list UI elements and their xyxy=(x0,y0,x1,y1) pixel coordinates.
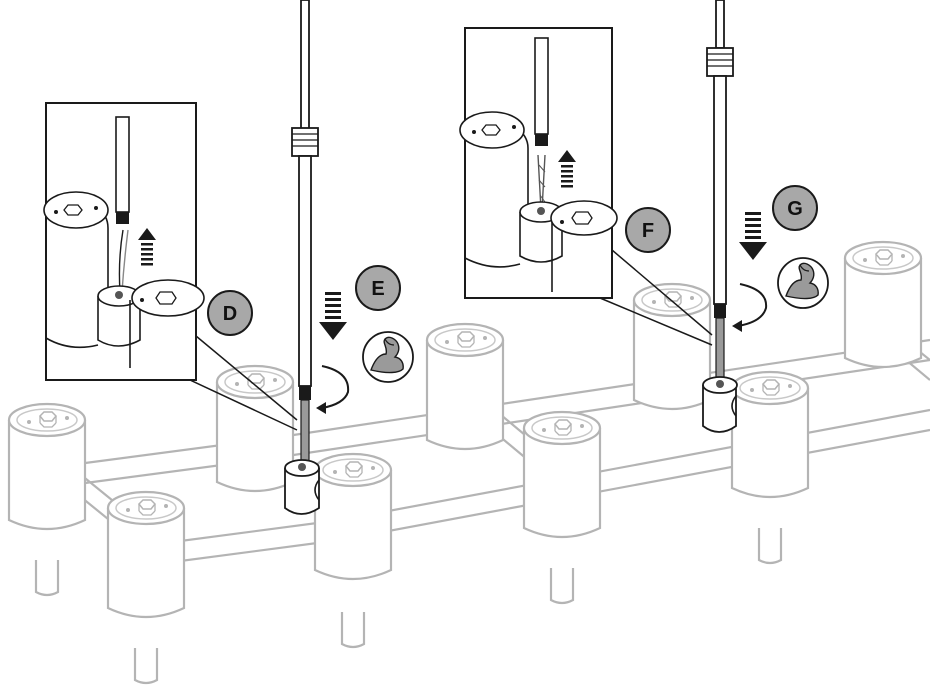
housing-right-front xyxy=(730,370,810,499)
housing-center-front xyxy=(522,410,602,539)
rotate-arrow-icon xyxy=(316,365,350,414)
rotate-arrow-icon xyxy=(732,283,768,332)
step-label-d: D xyxy=(223,303,237,325)
rod-right xyxy=(702,0,738,433)
housing-center-left-front xyxy=(313,452,393,581)
strong-arm-icon xyxy=(362,331,414,383)
step-badge-g: G xyxy=(772,185,818,231)
housing-left-front xyxy=(106,490,186,619)
step-badge-e: E xyxy=(355,265,401,311)
housing-back-mid-right xyxy=(632,282,712,411)
housing-left xyxy=(7,402,87,531)
step-label-g: G xyxy=(787,198,803,220)
detail-inset-f xyxy=(459,27,713,346)
down-arrow-icon xyxy=(739,212,767,260)
housing-mid xyxy=(425,322,505,451)
step-label-f: F xyxy=(642,220,654,242)
strong-arm-icon xyxy=(777,257,829,309)
housing-back-right xyxy=(843,240,923,369)
rod-left xyxy=(284,0,320,515)
step-badge-d: D xyxy=(207,290,253,336)
down-arrow-icon xyxy=(319,292,347,340)
detail-inset-d xyxy=(43,102,298,431)
step-label-e: E xyxy=(371,278,384,300)
step-badge-f: F xyxy=(625,207,671,253)
